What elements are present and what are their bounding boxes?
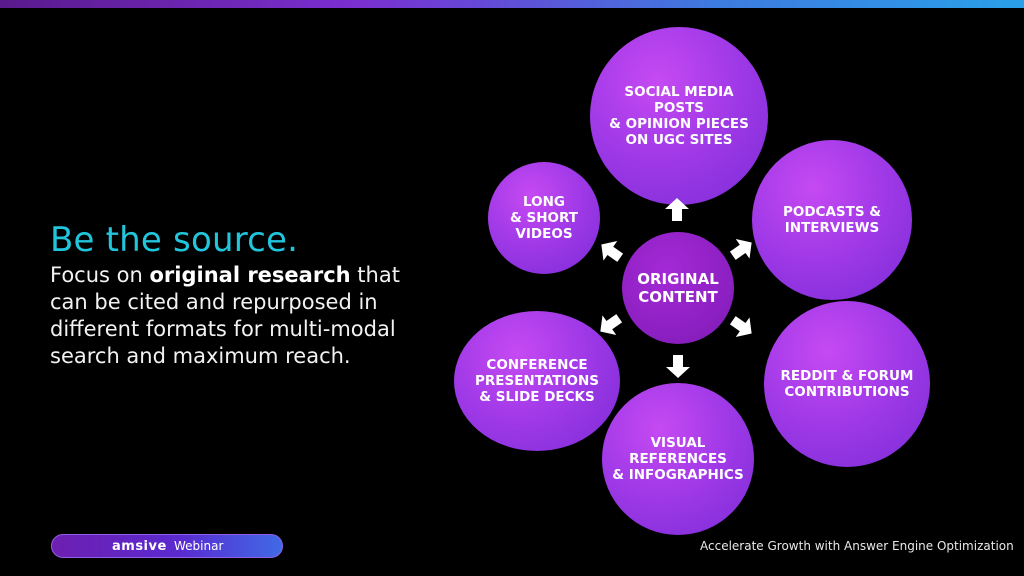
headline: Be the source. <box>50 220 299 260</box>
body-text-pre: Focus on <box>50 263 150 287</box>
node-videos: LONG & SHORT VIDEOS <box>488 162 600 274</box>
body-text-post: that can be cited and repurposed in diff… <box>50 263 400 368</box>
node-podcasts-label: PODCASTS & INTERVIEWS <box>782 204 882 236</box>
node-reddit-label: REDDIT & FORUM CONTRIBUTIONS <box>780 368 914 400</box>
body-text-bold: original research <box>149 263 351 287</box>
top-gradient-bar <box>0 0 1024 8</box>
body-text: Focus on original research that can be c… <box>50 262 430 370</box>
footer-tagline: Accelerate Growth with Answer Engine Opt… <box>700 539 1014 553</box>
node-podcasts: PODCASTS & INTERVIEWS <box>752 140 912 300</box>
node-social-media: SOCIAL MEDIA POSTS & OPINION PIECES ON U… <box>590 27 768 205</box>
node-social-media-label: SOCIAL MEDIA POSTS & OPINION PIECES ON U… <box>609 84 749 148</box>
webinar-label: Webinar <box>174 539 224 553</box>
node-original-content: ORIGINAL CONTENT <box>622 232 734 344</box>
footer-webinar-pill: amsive Webinar <box>51 534 283 558</box>
node-visual: VISUAL REFERENCES & INFOGRAPHICS <box>602 383 754 535</box>
node-reddit: REDDIT & FORUM CONTRIBUTIONS <box>764 301 930 467</box>
center-label: ORIGINAL CONTENT <box>637 270 719 306</box>
amsive-logo: amsive <box>112 538 167 554</box>
node-visual-label: VISUAL REFERENCES & INFOGRAPHICS <box>612 435 744 483</box>
node-conference-label: CONFERENCE PRESENTATIONS & SLIDE DECKS <box>474 357 600 405</box>
node-conference: CONFERENCE PRESENTATIONS & SLIDE DECKS <box>454 311 620 451</box>
node-videos-label: LONG & SHORT VIDEOS <box>510 194 578 242</box>
